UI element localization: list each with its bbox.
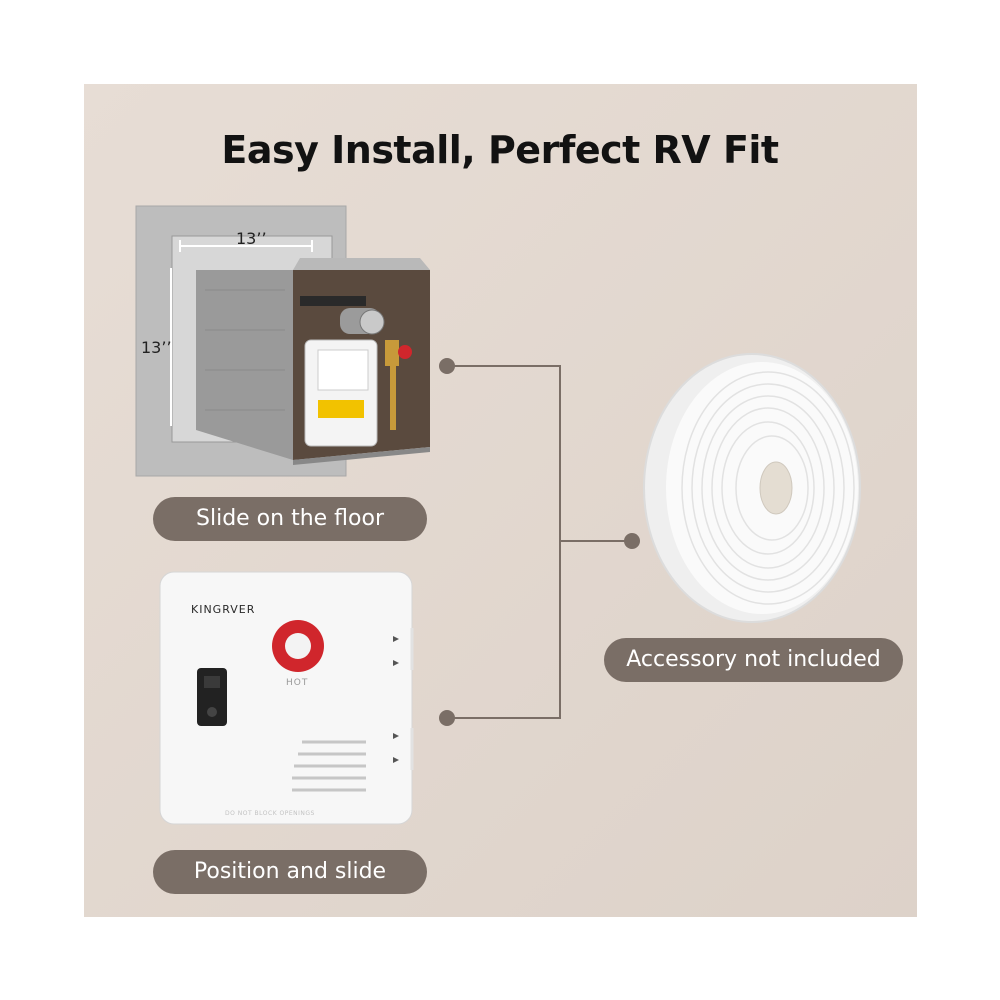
access-door-image: [159, 571, 414, 825]
connector-dot-top: [439, 358, 455, 374]
dimension-width-label: 13’’: [236, 229, 267, 248]
connector-dot-right: [624, 533, 640, 549]
warning-text: DO NOT BLOCK OPENINGS: [225, 810, 315, 817]
connector-dot-bottom: [439, 710, 455, 726]
connector-lines: [447, 365, 632, 719]
page-title: Easy Install, Perfect RV Fit: [221, 128, 779, 172]
water-heater-image: [135, 205, 430, 477]
label-position-and-slide: Position and slide: [153, 850, 427, 894]
label-accessory-not-included: Accessory not included: [604, 638, 903, 682]
dimension-height-label: 13’’: [141, 338, 172, 357]
hot-label: HOT: [286, 678, 309, 688]
sealing-tape-roll-image: [643, 353, 861, 623]
label-slide-on-floor: Slide on the floor: [153, 497, 427, 541]
brand-logo: KINGRVER: [191, 603, 256, 616]
